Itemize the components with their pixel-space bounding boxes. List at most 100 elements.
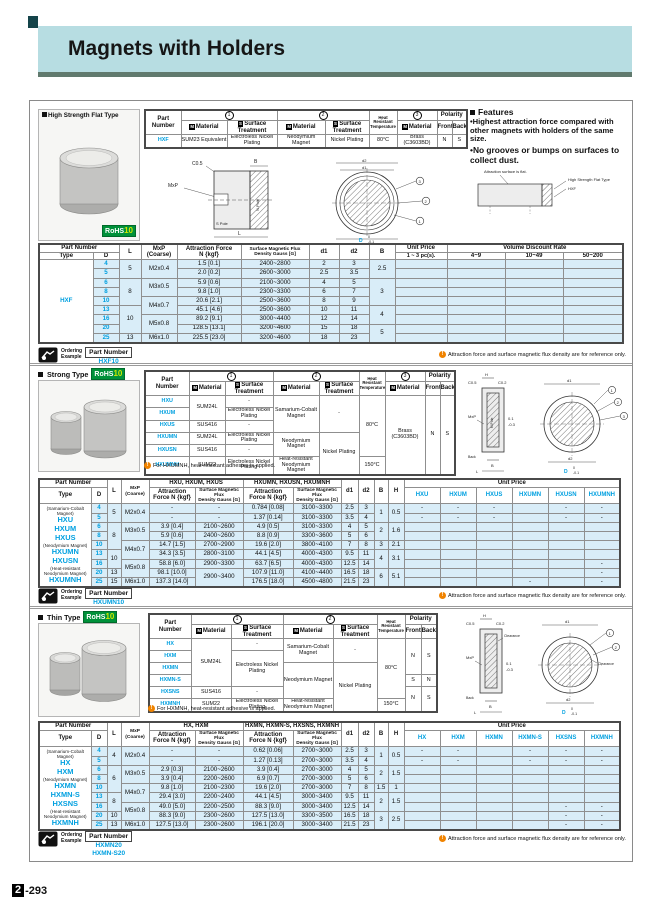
col-header-hxumn: HXUMN (511, 486, 549, 505)
table-cell (439, 773, 477, 785)
table-cell: 6 (357, 773, 375, 785)
text: Clearance (598, 662, 614, 666)
table-cell: 23 (357, 819, 375, 831)
table-cell: 5 (90, 755, 108, 766)
table-cell: 3.9 [0.4] (242, 764, 294, 775)
material-icon: M (281, 385, 287, 391)
table-cell: - (403, 512, 441, 523)
table-cell: 5 (90, 512, 108, 523)
text: 3 (419, 179, 422, 184)
magnet-photo-illustration (59, 147, 119, 215)
col-header-l: L (106, 721, 122, 748)
table-cell (394, 268, 448, 279)
table-cell: 2.0 [0.2] (176, 268, 242, 279)
page-number-volume: 2 (12, 884, 25, 897)
span: 10 (105, 612, 115, 621)
span: Material (299, 628, 323, 635)
table-cell (583, 792, 621, 803)
table-cell: 4 (90, 503, 108, 514)
table-cell: 4 (106, 746, 122, 766)
text: -0.1 (368, 240, 374, 243)
table-cell: 5 (106, 503, 122, 523)
spec-header-group2: 2 (282, 613, 378, 625)
table-cell: 150°C (376, 698, 406, 713)
span: Material (292, 124, 316, 131)
table-cell: 13 (118, 332, 142, 344)
table-cell: 196.1 [20.0] (242, 819, 294, 831)
col-header-group1: HX, HXM (148, 721, 244, 731)
table-cell (403, 819, 441, 831)
span: Surface Treatment (237, 121, 267, 134)
col-header-hxum: HXUM (439, 486, 477, 505)
table-cell: - (547, 512, 585, 523)
span: Thin Type (47, 612, 81, 622)
table-cell: 6 (373, 567, 389, 588)
circled-2-icon: 2 (325, 615, 335, 624)
table-cell (446, 323, 506, 334)
line (395, 180, 417, 190)
text: 1 (609, 631, 612, 636)
table-cell (511, 521, 549, 532)
table-cell: 10 (308, 305, 340, 316)
thead: Part Number 1 2 Heat Resistant Temperatu… (148, 613, 438, 640)
table-cell: 88.3 [9.0] (242, 801, 294, 812)
table-cell: 8 (92, 286, 120, 297)
table-cell: 2700~3000 (292, 746, 342, 757)
table-cell: 4500~4800 (292, 576, 342, 588)
col-header-flux: Surface Magnetic Flux Density Gauss [G] (194, 729, 244, 748)
table-cell: 5 (338, 277, 370, 288)
text: MxP (468, 414, 476, 419)
table-cell: 11 (338, 305, 370, 316)
table-cell: Heat-resistant Neodymium Magnet (282, 698, 334, 713)
table-cell (403, 810, 441, 821)
table-cell: 63.7 [6.5] (242, 558, 294, 569)
table-cell: 2700~2900 (194, 540, 244, 551)
spec-header-polarity: Polarity (404, 613, 438, 625)
circled-1-icon: 1 (232, 615, 242, 624)
table-cell: SUS416 (188, 419, 226, 433)
col-header-range3: 50~200 (562, 251, 624, 261)
magnet-photo-illustration (50, 399, 127, 459)
table-cell: SUM22 (190, 698, 232, 713)
table-cell: 15 (106, 576, 122, 588)
text: H (483, 613, 486, 618)
table-cell: 2200~2600 (194, 773, 244, 785)
table-cell: 2.5 (387, 810, 405, 831)
col-header-force: Attraction Force N {kgf} (148, 729, 196, 748)
table-cell: 12 (308, 314, 340, 325)
rohs-badge: RoHS10 (102, 225, 136, 237)
table-cell: M4x0.7 (140, 295, 178, 316)
table-cell: 13 (106, 567, 122, 578)
col-header-unit-price: Unit Price (403, 478, 621, 488)
table-cell: 5 (368, 323, 396, 344)
surface-icon: S (234, 382, 241, 388)
table-cell: - (547, 810, 585, 821)
table-cell: 21.5 (340, 576, 359, 588)
table-cell: M5x0.8 (120, 801, 150, 821)
features-panel: Features Highest attraction force compar… (470, 107, 628, 222)
table-cell: Nickel Plating (332, 662, 378, 713)
table-cell (446, 305, 506, 316)
table-cell: 5.1 (387, 567, 405, 588)
text: 0 (368, 235, 370, 239)
col-header-force: Attraction Force N {kgf} (242, 729, 294, 748)
line (397, 200, 423, 204)
part-number: HXUS (54, 532, 76, 542)
table-cell: - (475, 512, 513, 523)
surface-icon: S (237, 121, 244, 127)
table-cell: SUM23 Equivalent (180, 134, 228, 149)
col-header-b: B (373, 478, 389, 505)
text: 2 (615, 645, 618, 650)
table-cell: 128.5 [13.1] (176, 323, 242, 334)
table-cell: 2300~2600 (194, 810, 244, 821)
